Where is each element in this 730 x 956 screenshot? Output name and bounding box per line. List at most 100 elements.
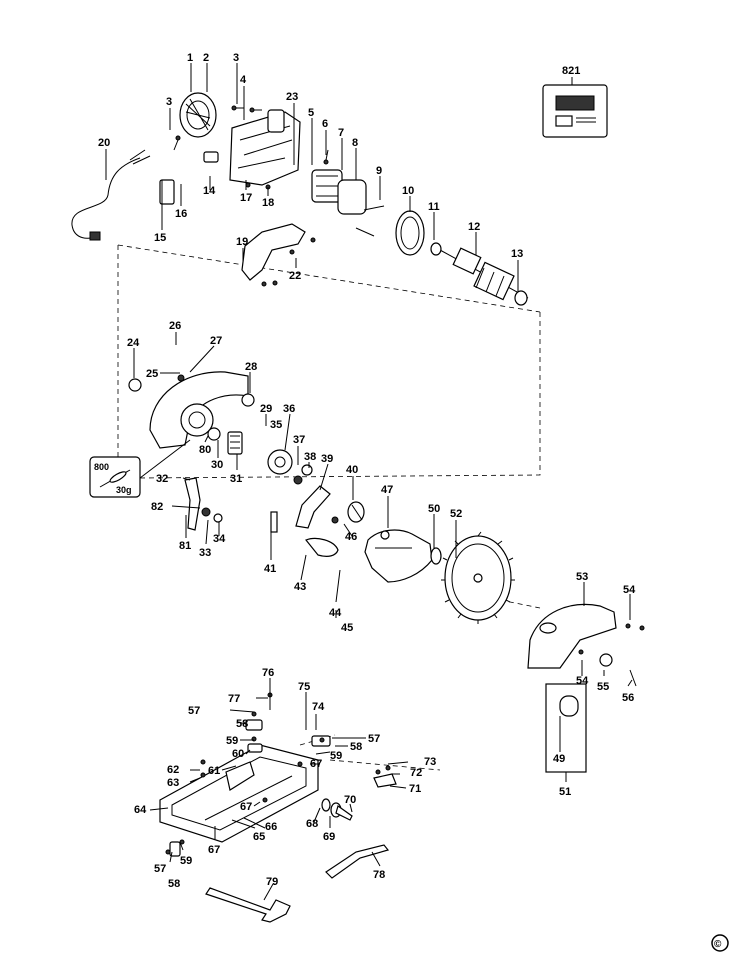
label-32: 32 (156, 473, 168, 485)
label-53: 53 (576, 571, 588, 583)
label-69: 69 (323, 831, 335, 843)
label-44: 44 (329, 607, 342, 619)
fan-baffle (179, 92, 217, 138)
lower-blade-guard (364, 529, 433, 583)
label-12: 12 (468, 221, 480, 233)
label-58: 58 (168, 878, 180, 890)
label-46: 46 (345, 531, 357, 543)
label-71: 71 (409, 783, 421, 795)
label-10: 10 (402, 185, 414, 197)
label-17: 17 (240, 192, 252, 204)
label-33: 33 (199, 547, 211, 559)
label-43: 43 (294, 581, 306, 593)
saw-blade (441, 531, 515, 624)
label-56: 56 (622, 692, 634, 704)
label-30: 30 (211, 459, 223, 471)
label-25: 25 (146, 368, 158, 380)
label-39: 39 (321, 453, 333, 465)
label-61: 61 (208, 765, 220, 777)
label-1: 1 (187, 52, 193, 64)
gear-assembly (267, 449, 313, 485)
label-78: 78 (373, 869, 385, 881)
label-47: 47 (381, 484, 393, 496)
label-52: 52 (450, 508, 462, 520)
grease-box (89, 439, 191, 498)
label-64: 64 (134, 804, 147, 816)
label-62: 62 (167, 764, 179, 776)
label-67: 67 (208, 844, 220, 856)
grease-weight: 30g (116, 485, 132, 495)
label-11: 11 (428, 201, 440, 213)
label-29: 29 (260, 403, 272, 415)
hex-wrench (205, 887, 291, 923)
label-24: 24 (127, 337, 140, 349)
motor-housing (229, 109, 301, 186)
fan-ring (395, 210, 425, 256)
label-75: 75 (298, 681, 310, 693)
copyright-mark: © (711, 934, 729, 952)
label-54: 54 (576, 675, 589, 687)
label-58: 58 (350, 741, 362, 753)
label-14: 14 (203, 185, 216, 197)
label-57: 57 (368, 733, 380, 745)
depth-lever (184, 477, 331, 531)
assembly-guide-lines (117, 244, 541, 771)
label-41: 41 (264, 563, 276, 575)
label-16: 16 (175, 208, 187, 220)
label-821: 821 (562, 65, 580, 77)
label-54: 54 (623, 584, 636, 596)
label-15: 15 (154, 232, 166, 244)
label-6: 6 (322, 118, 328, 130)
upper-blade-guard (128, 371, 249, 449)
label-58: 58 (236, 718, 248, 730)
label-60: 60 (232, 748, 244, 760)
label-70: 70 (344, 794, 356, 806)
label-3: 3 (233, 52, 239, 64)
label-40: 40 (346, 464, 358, 476)
screws-motor (173, 105, 385, 287)
label-36: 36 (283, 403, 295, 415)
label-66: 66 (265, 821, 277, 833)
label-8: 8 (352, 137, 358, 149)
bevel-knob (321, 798, 353, 821)
label-80: 80 (199, 444, 211, 456)
lower-cover-plate (527, 603, 645, 687)
part-number-labels: 1 2 3 3 4 5 6 7 8 9 10 11 12 13 14 15 16… (94, 52, 636, 890)
label-37: 37 (293, 434, 305, 446)
label-9: 9 (376, 165, 382, 177)
label-67: 67 (240, 801, 252, 813)
label-49: 49 (553, 753, 565, 765)
label-74: 74 (312, 701, 325, 713)
spring-and-clips (201, 501, 365, 533)
label-27: 27 (210, 335, 222, 347)
label-59: 59 (226, 735, 238, 747)
armature (430, 242, 529, 306)
label-63: 63 (167, 777, 179, 789)
label-18: 18 (262, 197, 274, 209)
label-59: 59 (330, 750, 342, 762)
field-stator (311, 169, 367, 215)
knob-box (545, 683, 587, 773)
label-26: 26 (169, 320, 181, 332)
label-73: 73 (424, 756, 436, 768)
label-3: 3 (166, 96, 172, 108)
base-brackets (165, 692, 331, 857)
label-68: 68 (306, 818, 318, 830)
label-45: 45 (341, 622, 353, 634)
label-38: 38 (304, 451, 316, 463)
label-57: 57 (188, 705, 200, 717)
depth-bracket (373, 765, 397, 788)
label-67: 67 (310, 758, 322, 770)
label-19: 19 (236, 236, 248, 248)
label-57: 57 (154, 863, 166, 875)
brush-holder (241, 223, 306, 281)
label-5: 5 (308, 107, 314, 119)
label-55: 55 (597, 681, 609, 693)
label-31: 31 (230, 473, 242, 485)
label-82: 82 (151, 501, 163, 513)
label-35: 35 (270, 419, 282, 431)
label-sticker (542, 84, 608, 138)
label-51: 51 (559, 786, 571, 798)
copyright-symbol: © (714, 939, 722, 950)
